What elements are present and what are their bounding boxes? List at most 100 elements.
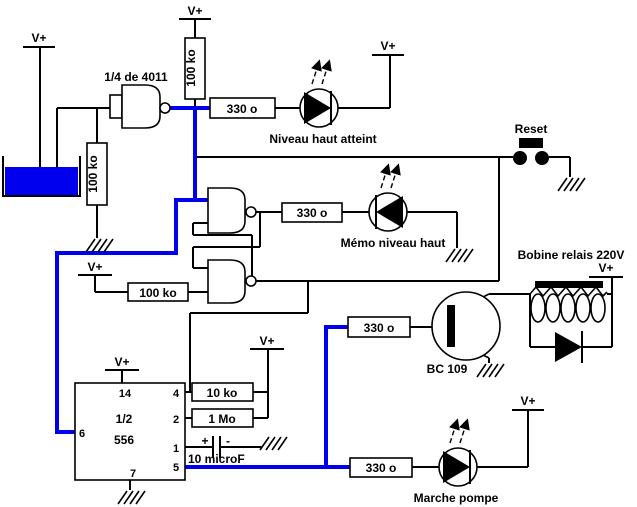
- led-green: [299, 59, 339, 128]
- emission-arrow: [390, 163, 401, 189]
- resistor-value: 100 ko: [86, 155, 100, 192]
- timer-pin-2: 2: [173, 414, 179, 426]
- vplus-label: V+: [259, 334, 274, 348]
- resistor-value: 10 ko: [207, 386, 238, 400]
- ground-symbols: [85, 177, 586, 505]
- transistor-base-bar: [447, 305, 455, 347]
- vplus-label: V+: [87, 260, 102, 274]
- resistor-value: 330 o: [297, 206, 328, 220]
- led-triangle: [376, 196, 403, 228]
- ground-icon: [445, 248, 474, 263]
- relay-core-bar: [535, 281, 603, 288]
- emission-arrow: [380, 163, 391, 189]
- resistor-value: 330 o: [227, 102, 258, 116]
- timer-pin-5: 5: [173, 462, 179, 474]
- resistor-value: 100 ko: [184, 49, 198, 86]
- capacitor-plus: +: [201, 434, 208, 448]
- vplus-label: V+: [31, 31, 46, 45]
- nand-gate-1: [109, 84, 171, 129]
- button-contact: [535, 151, 549, 165]
- gate-output-bubble: [159, 102, 171, 114]
- resistor-yellow-series: [281, 202, 343, 223]
- emission-arrow: [459, 418, 470, 444]
- signal-wires-blue: [55, 106, 352, 469]
- resistor-green-series: [209, 97, 276, 119]
- timer-half-label: 1/2: [116, 412, 133, 426]
- coil-loop: [560, 293, 576, 323]
- timer-name-label: 556: [114, 433, 134, 447]
- led-triangle: [304, 92, 331, 124]
- coil-loop: [575, 293, 591, 323]
- resistor-red-series: [349, 457, 413, 478]
- ground-icon: [117, 490, 146, 505]
- diode-triangle: [555, 332, 582, 362]
- led-red: [438, 418, 478, 487]
- water-fill: [5, 167, 78, 195]
- resistors: [86, 37, 413, 478]
- coil-loop: [590, 293, 606, 323]
- gate-ic-label: 1/4 de 4011: [104, 70, 168, 84]
- resistor-value: 1 Mo: [208, 412, 235, 426]
- button-contact: [513, 151, 527, 165]
- relay-label: Bobine relais 220V: [518, 248, 625, 262]
- gate-body: [207, 259, 246, 304]
- emission-arrow: [311, 59, 322, 85]
- resistor-value: 330 o: [364, 321, 395, 335]
- led-caption-green: Niveau haut atteint: [269, 132, 376, 146]
- ground-icon: [85, 238, 114, 253]
- timer-pin-4: 4: [173, 388, 180, 400]
- transistor-bc109: [431, 291, 501, 361]
- resistor-pullup-top: [184, 37, 206, 100]
- tank-outline: [2, 156, 81, 197]
- gate-output-bubble: [245, 206, 257, 218]
- labels: 1/4 de 4011 100 ko 100 ko 100 ko 330 o 3…: [79, 49, 624, 505]
- gate-output-bubble: [245, 275, 257, 287]
- coil-zigzag: [529, 285, 608, 298]
- emission-arrow: [321, 59, 332, 85]
- timer-pin-14: 14: [119, 388, 132, 400]
- timer-pin-1: 1: [173, 443, 179, 455]
- power-taps: V+ V+ V+ V+ V+ V+ V+ V+: [23, 4, 623, 411]
- timer-pin-6: 6: [79, 428, 85, 440]
- coil-loop: [530, 293, 546, 323]
- timer-556-box: [74, 382, 186, 481]
- resistor-value: 100 ko: [139, 286, 176, 300]
- capacitor-10uf: [212, 436, 221, 458]
- ground-icon: [259, 436, 288, 451]
- led-yellow: [368, 163, 408, 232]
- led-caption-yellow: Mémo niveau haut: [341, 236, 446, 250]
- reset-button: [513, 138, 549, 165]
- resistor-base-series: [347, 316, 411, 338]
- transistor-label: BC 109: [427, 362, 468, 376]
- gate-body: [207, 187, 246, 234]
- transistor-body: [431, 291, 501, 361]
- vplus-label: V+: [187, 4, 202, 18]
- vplus-label: V+: [380, 39, 395, 53]
- button-cap: [519, 138, 543, 148]
- ground-icon: [557, 177, 586, 192]
- resistor-sense: [86, 142, 108, 206]
- gate-body: [121, 84, 161, 129]
- nand-gate-2: [207, 187, 257, 234]
- resistor-value: 330 o: [366, 461, 397, 475]
- black-wires: [39, 19, 613, 490]
- resistor-latch-pullup: [127, 282, 189, 302]
- led-caption-red: Marche pompe: [414, 491, 499, 505]
- water-tank: [2, 156, 81, 197]
- nand-gate-3: [207, 259, 257, 304]
- reset-label: Reset: [515, 122, 548, 136]
- capacitor-value: 10 microF: [188, 452, 245, 466]
- led-triangle: [443, 451, 470, 483]
- coil-loop: [545, 293, 561, 323]
- resistor-1m: [191, 408, 254, 428]
- timer-pin-7: 7: [130, 468, 136, 480]
- gate-input-bracket: [109, 94, 123, 119]
- resistor-10k: [191, 382, 254, 402]
- vplus-label: V+: [520, 394, 535, 408]
- flyback-diode: [555, 331, 583, 363]
- vplus-label: V+: [598, 261, 613, 275]
- vplus-label: V+: [114, 355, 129, 369]
- capacitor-minus: -: [226, 434, 230, 448]
- emission-arrow: [449, 418, 460, 444]
